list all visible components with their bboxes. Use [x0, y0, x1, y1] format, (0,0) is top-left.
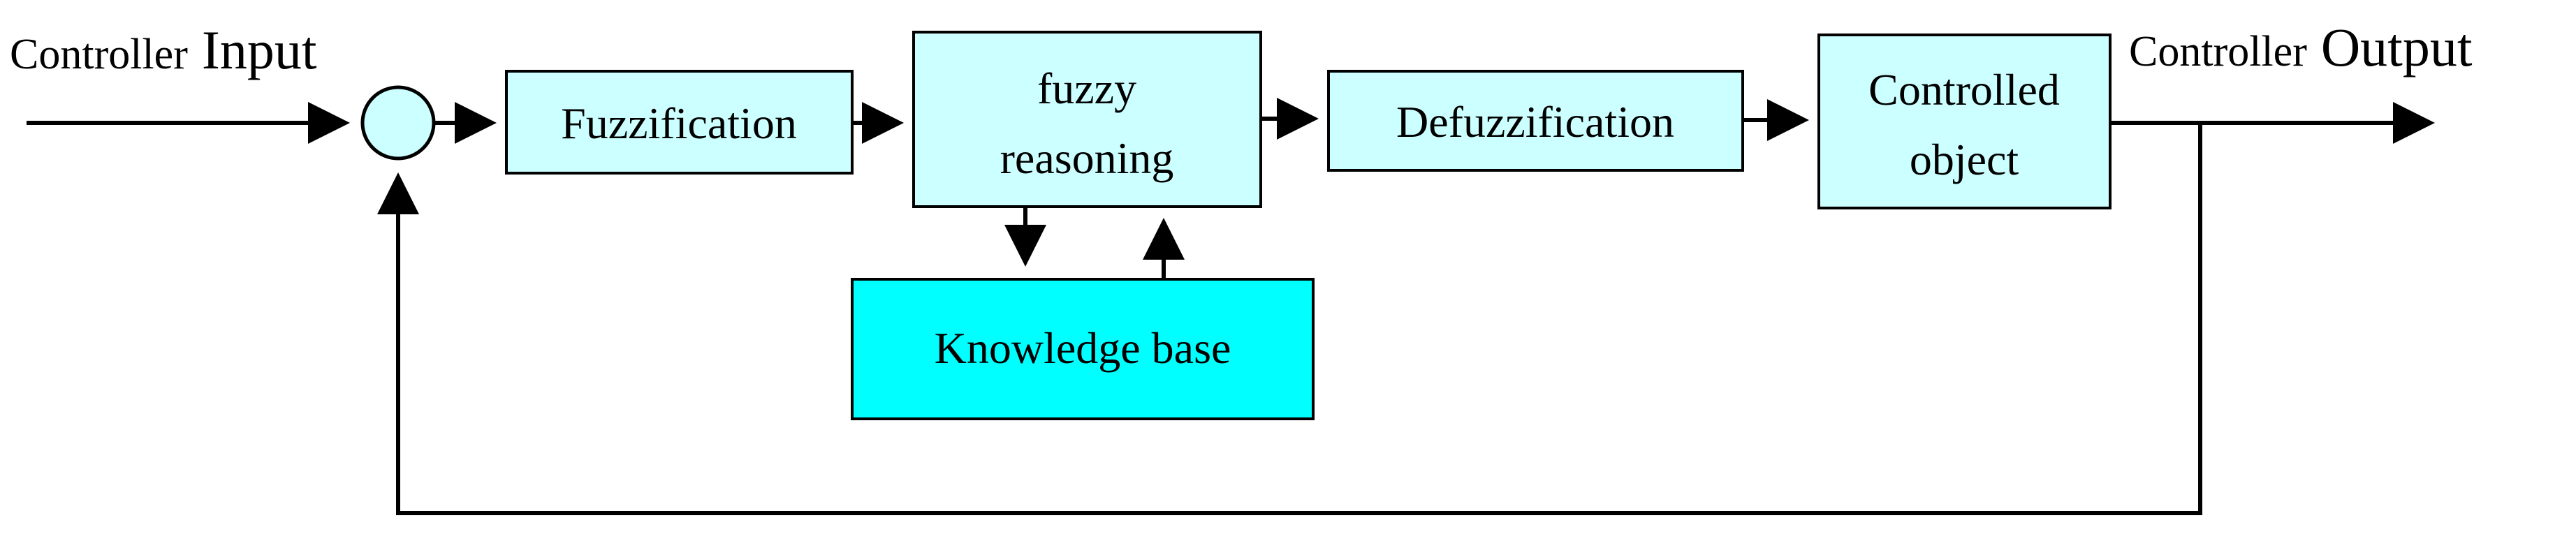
controller-output-label: Controller Output	[2129, 17, 2473, 77]
fuzzification-label: Fuzzification	[561, 98, 797, 148]
controlled-object-block: Controlled object	[1817, 34, 2112, 209]
summing-junction	[360, 85, 436, 161]
defuzzification-label: Defuzzification	[1396, 97, 1674, 147]
controlled-object-label-line1: Controlled	[1868, 65, 2060, 114]
feedback-path	[377, 123, 2202, 515]
fuzzification-block: Fuzzification	[505, 70, 854, 175]
fuzzy-reasoning-block: fuzzy reasoning	[912, 31, 1262, 208]
controller-input-label: Controller Input	[10, 20, 317, 80]
knowledge-base-block: Knowledge base	[851, 278, 1315, 420]
defuzzification-block: Defuzzification	[1327, 70, 1744, 172]
fuzzy-reasoning-label-line1: fuzzy	[1037, 64, 1136, 113]
controlled-object-label-line2: object	[1910, 135, 2019, 184]
knowledge-base-label: Knowledge base	[935, 323, 1231, 373]
fuzzy-reasoning-label-line2: reasoning	[1000, 133, 1174, 183]
